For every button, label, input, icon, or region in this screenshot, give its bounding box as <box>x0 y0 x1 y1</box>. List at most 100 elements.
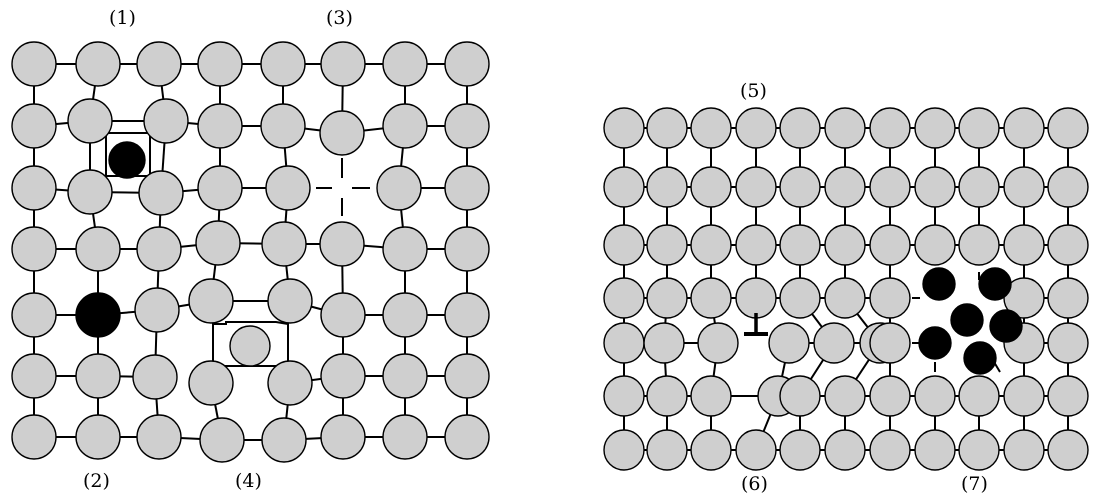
host-atom <box>824 375 866 417</box>
host-atom <box>134 287 180 333</box>
host-atom <box>779 375 821 417</box>
label-vacancy: (3) <box>326 7 353 29</box>
precipitate-atom <box>922 267 956 301</box>
host-atom <box>1003 429 1045 471</box>
host-atom <box>382 226 428 272</box>
host-atom <box>1047 166 1089 208</box>
host-atom <box>824 429 866 471</box>
label-precipitate: (7) <box>961 473 988 495</box>
host-atom <box>824 224 866 266</box>
host-atom <box>603 107 645 149</box>
host-atom <box>869 322 911 364</box>
lattice-bonds <box>33 63 1069 451</box>
host-atom <box>735 277 777 319</box>
host-atom <box>646 375 688 417</box>
host-atom <box>779 224 821 266</box>
host-atom <box>11 353 57 399</box>
host-atom <box>11 292 57 338</box>
precipitate-atom <box>963 341 997 375</box>
host-atom <box>132 354 178 400</box>
host-atom <box>869 375 911 417</box>
host-atom <box>136 414 182 460</box>
host-atom <box>1047 224 1089 266</box>
host-atom <box>958 166 1000 208</box>
host-atom <box>11 165 57 211</box>
host-atom <box>75 41 121 87</box>
host-atom <box>869 166 911 208</box>
host-atom <box>646 277 688 319</box>
host-atom <box>136 41 182 87</box>
host-atom <box>603 277 645 319</box>
host-atom <box>690 107 732 149</box>
host-atom <box>779 429 821 471</box>
host-atom <box>735 224 777 266</box>
host-atom <box>824 277 866 319</box>
host-atom <box>1047 429 1089 471</box>
host-atom <box>75 414 121 460</box>
host-atom <box>958 375 1000 417</box>
host-atom <box>824 107 866 149</box>
host-atom <box>444 414 490 460</box>
host-atom <box>444 292 490 338</box>
host-atom <box>138 170 184 216</box>
label-dislocation-top: (5) <box>740 80 767 102</box>
host-atom <box>382 41 428 87</box>
host-atom <box>603 224 645 266</box>
host-atom <box>603 429 645 471</box>
host-atom <box>813 322 855 364</box>
interstitial-impurity-atom <box>108 141 146 179</box>
host-atom <box>603 375 645 417</box>
label-interstitial-impurity: (1) <box>109 7 136 29</box>
host-atom <box>914 375 956 417</box>
host-atom <box>444 226 490 272</box>
host-atom <box>646 224 688 266</box>
host-atom <box>1047 322 1089 364</box>
precipitate-atom <box>978 267 1012 301</box>
host-atom <box>261 221 307 267</box>
host-atom <box>690 277 732 319</box>
host-atom <box>603 166 645 208</box>
host-atom <box>735 429 777 471</box>
host-atom <box>646 166 688 208</box>
host-atom <box>197 103 243 149</box>
host-atom <box>1003 166 1045 208</box>
host-atom <box>958 429 1000 471</box>
host-atom <box>320 414 366 460</box>
precipitate-atom <box>918 326 952 360</box>
host-atom <box>382 292 428 338</box>
substitutional-impurity-atom <box>75 292 121 338</box>
host-atom <box>11 41 57 87</box>
host-atom <box>824 166 866 208</box>
host-atom <box>690 166 732 208</box>
host-atom <box>75 226 121 272</box>
host-atom <box>261 417 307 463</box>
host-atom <box>67 169 113 215</box>
host-atom <box>444 41 490 87</box>
host-atom <box>197 41 243 87</box>
host-atom <box>735 107 777 149</box>
host-atom <box>1003 375 1045 417</box>
host-atom <box>958 107 1000 149</box>
host-atom <box>382 103 428 149</box>
host-atom <box>188 278 234 324</box>
host-atom <box>320 353 366 399</box>
host-atom <box>690 375 732 417</box>
defect-marks <box>744 313 768 336</box>
host-atom <box>11 414 57 460</box>
host-atom <box>376 165 422 211</box>
host-atom <box>779 166 821 208</box>
host-atom <box>197 165 243 211</box>
host-atom <box>697 322 739 364</box>
host-atom <box>320 41 366 87</box>
host-atom <box>643 322 685 364</box>
host-atom <box>1047 375 1089 417</box>
host-atom <box>779 107 821 149</box>
host-atom <box>869 429 911 471</box>
host-atom <box>444 103 490 149</box>
label-substitutional-impurity: (2) <box>83 470 110 492</box>
host-atom <box>1003 107 1045 149</box>
host-atom <box>1003 224 1045 266</box>
host-atom <box>11 226 57 272</box>
host-atom <box>444 353 490 399</box>
